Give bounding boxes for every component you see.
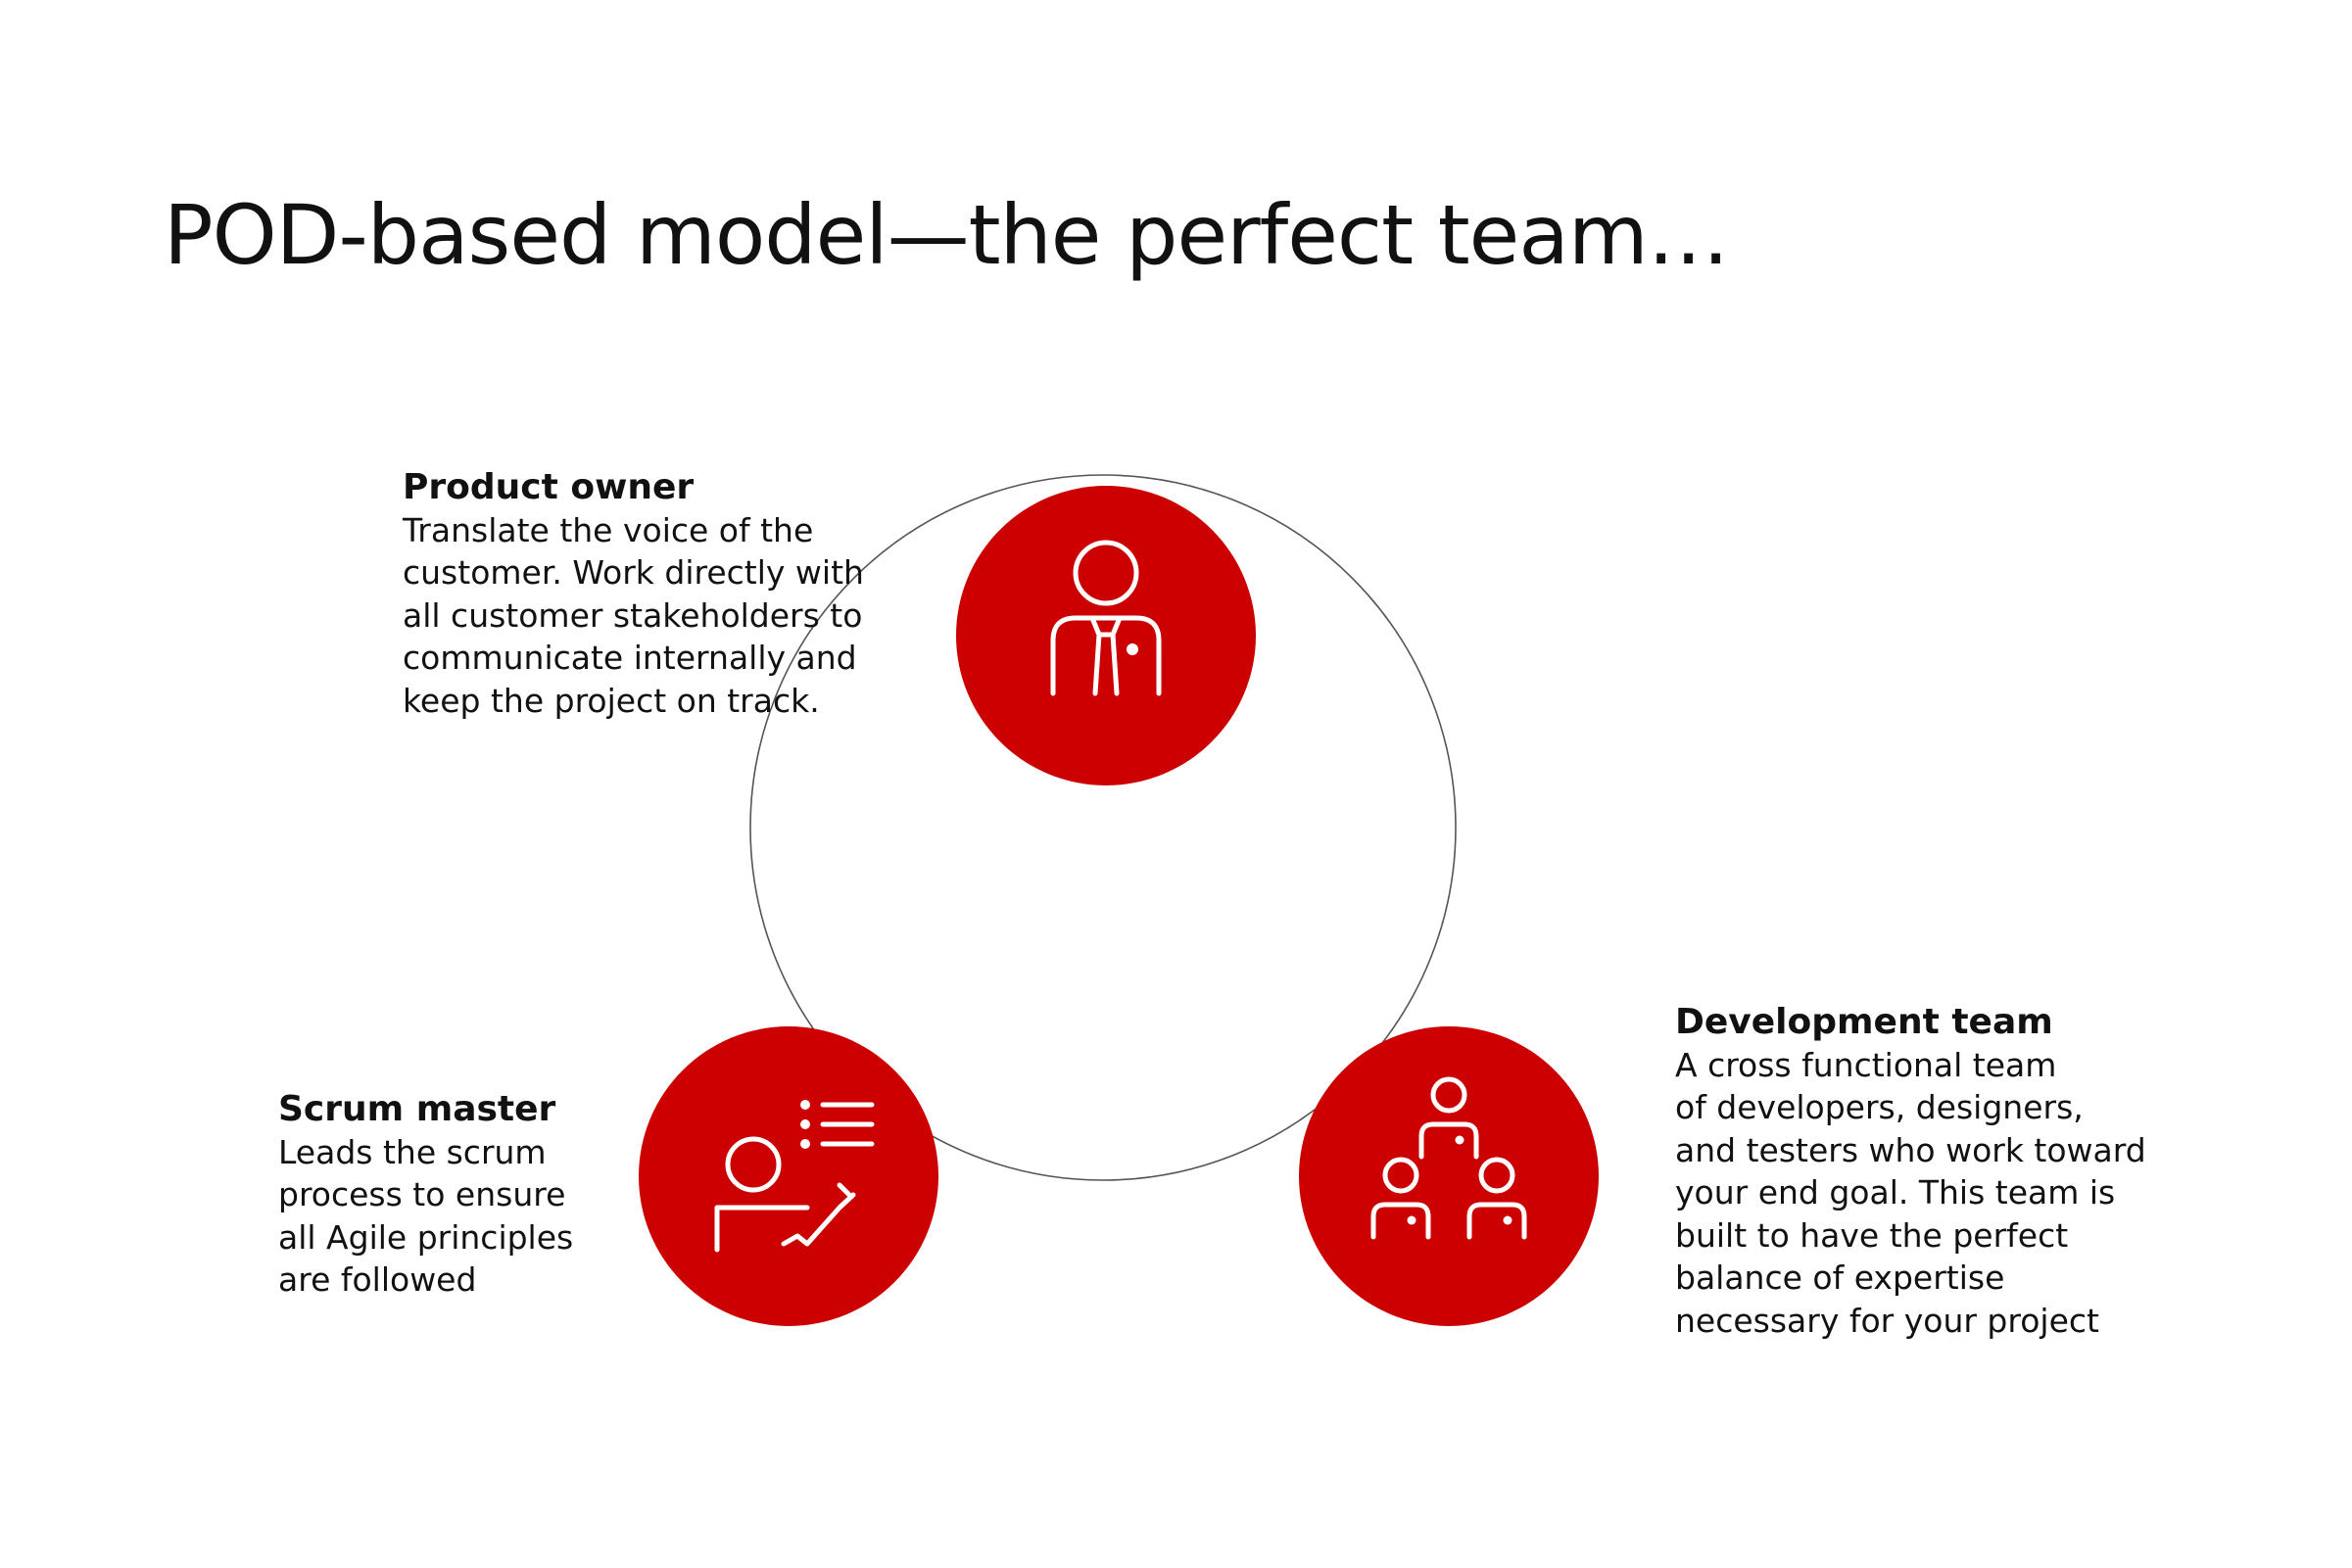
development-team-node <box>1299 1026 1599 1326</box>
page-title: POD-based model—the perfect team… <box>164 187 1730 283</box>
presenter-icon <box>714 1100 875 1253</box>
person-tie-icon <box>1050 540 1162 696</box>
development-team-description: A cross functional team of developers, d… <box>1675 1045 2146 1340</box>
development-team-title: Development team <box>1675 1002 2053 1042</box>
scrum-master-description: Leads the scrum process to ensure all Ag… <box>278 1132 574 1300</box>
product-owner-description: Translate the voice of the customer. Wor… <box>403 510 864 720</box>
team-icon <box>1370 1076 1527 1240</box>
product-owner-title: Product owner <box>403 467 695 507</box>
development-team-text: Development team A cross functional team… <box>1675 1001 2322 1342</box>
scrum-master-title: Scrum master <box>278 1089 556 1129</box>
product-owner-text: Product owner Translate the voice of the… <box>403 466 951 722</box>
scrum-master-node <box>639 1026 938 1326</box>
scrum-master-text: Scrum master Leads the scrum process to … <box>278 1088 650 1302</box>
product-owner-node <box>956 486 1256 785</box>
